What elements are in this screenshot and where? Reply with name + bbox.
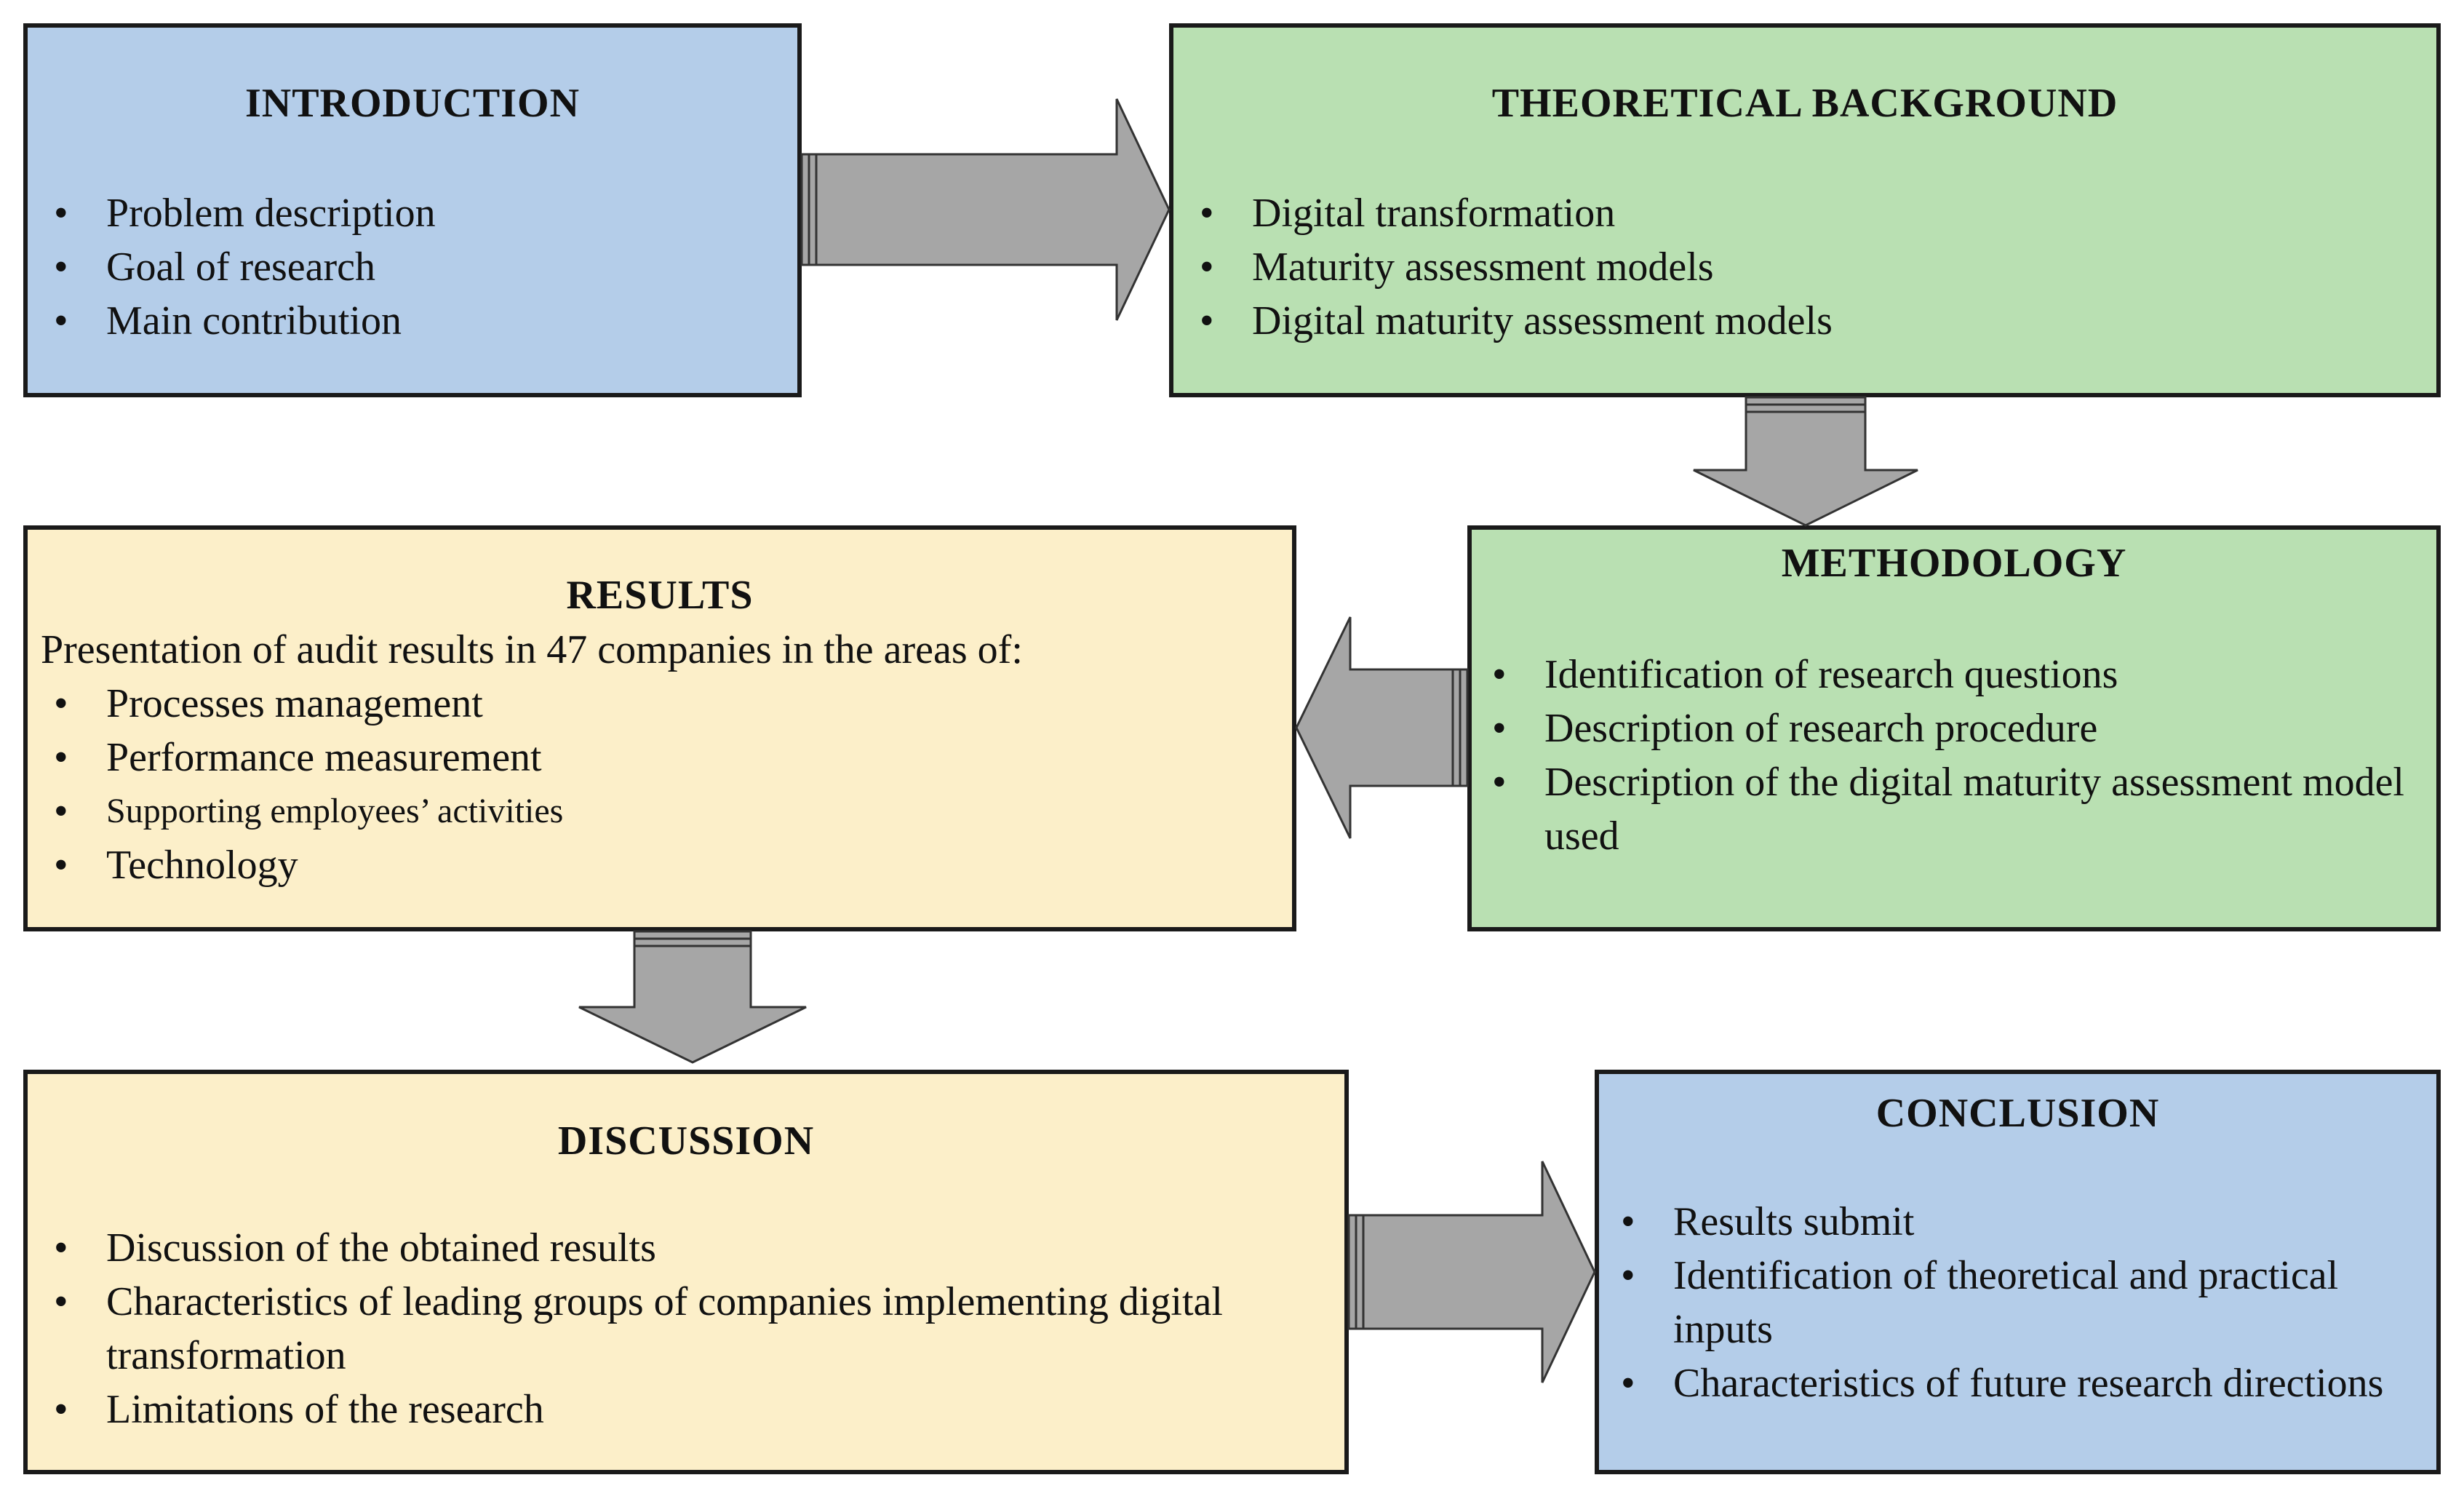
results-title: RESULTS bbox=[566, 573, 754, 618]
discussion-list: Discussion of the obtained results Chara… bbox=[41, 1221, 1292, 1436]
introduction-list: Problem description Goal of research Mai… bbox=[41, 186, 783, 348]
list-item: Results submit bbox=[1608, 1195, 2423, 1249]
list-item: Digital transformation bbox=[1187, 186, 2423, 240]
discussion-box: DISCUSSION Discussion of the obtained re… bbox=[23, 1070, 1349, 1474]
list-item: Supporting employees’ activities bbox=[41, 784, 1277, 838]
list-item: Goal of research bbox=[41, 240, 783, 294]
arrow-left-methodology-to-results bbox=[1295, 616, 1469, 839]
list-item: Processes management bbox=[41, 677, 1277, 731]
methodology-title: METHODOLOGY bbox=[1781, 541, 2127, 586]
list-item: Technology bbox=[41, 838, 1277, 892]
theoretical-background-list: Digital transformation Maturity assessme… bbox=[1187, 186, 2423, 348]
list-item: Identification of research questions bbox=[1479, 648, 2425, 701]
list-item: Description of the digital maturity asse… bbox=[1479, 755, 2425, 863]
conclusion-title: CONCLUSION bbox=[1875, 1091, 2160, 1136]
results-lead-text: Presentation of audit results in 47 comp… bbox=[41, 627, 1023, 672]
conclusion-box: CONCLUSION Results submit Identification… bbox=[1595, 1070, 2441, 1474]
introduction-title: INTRODUCTION bbox=[244, 81, 581, 126]
theoretical-background-box: THEORETICAL BACKGROUND Digital transform… bbox=[1169, 23, 2441, 397]
theoretical-background-title: THEORETICAL BACKGROUND bbox=[1491, 81, 2118, 126]
methodology-box: METHODOLOGY Identification of research q… bbox=[1467, 525, 2441, 931]
results-box: RESULTS Presentation of audit results in… bbox=[23, 525, 1296, 931]
list-item: Identification of theoretical and practi… bbox=[1608, 1249, 2423, 1356]
arrow-right-intro-to-background bbox=[800, 98, 1171, 321]
discussion-title: DISCUSSION bbox=[557, 1118, 815, 1164]
list-item: Main contribution bbox=[41, 294, 783, 348]
conclusion-list: Results submit Identification of theoret… bbox=[1608, 1195, 2423, 1410]
list-item: Characteristics of leading groups of com… bbox=[41, 1275, 1292, 1383]
list-item: Discussion of the obtained results bbox=[41, 1221, 1292, 1275]
methodology-list: Identification of research questions Des… bbox=[1479, 648, 2425, 863]
list-item: Performance measurement bbox=[41, 731, 1277, 784]
list-item: Limitations of the research bbox=[41, 1383, 1292, 1436]
list-item: Characteristics of future research direc… bbox=[1608, 1356, 2423, 1410]
introduction-box: INTRODUCTION Problem description Goal of… bbox=[23, 23, 802, 397]
list-item: Problem description bbox=[41, 186, 783, 240]
results-list: Processes management Performance measure… bbox=[41, 677, 1277, 892]
arrow-down-results-to-discussion bbox=[578, 930, 807, 1064]
arrow-down-background-to-methodology bbox=[1693, 396, 1918, 527]
arrow-right-discussion-to-conclusion bbox=[1347, 1161, 1596, 1383]
list-item: Description of research procedure bbox=[1479, 701, 2425, 755]
list-item: Digital maturity assessment models bbox=[1187, 294, 2423, 348]
list-item: Maturity assessment models bbox=[1187, 240, 2423, 294]
